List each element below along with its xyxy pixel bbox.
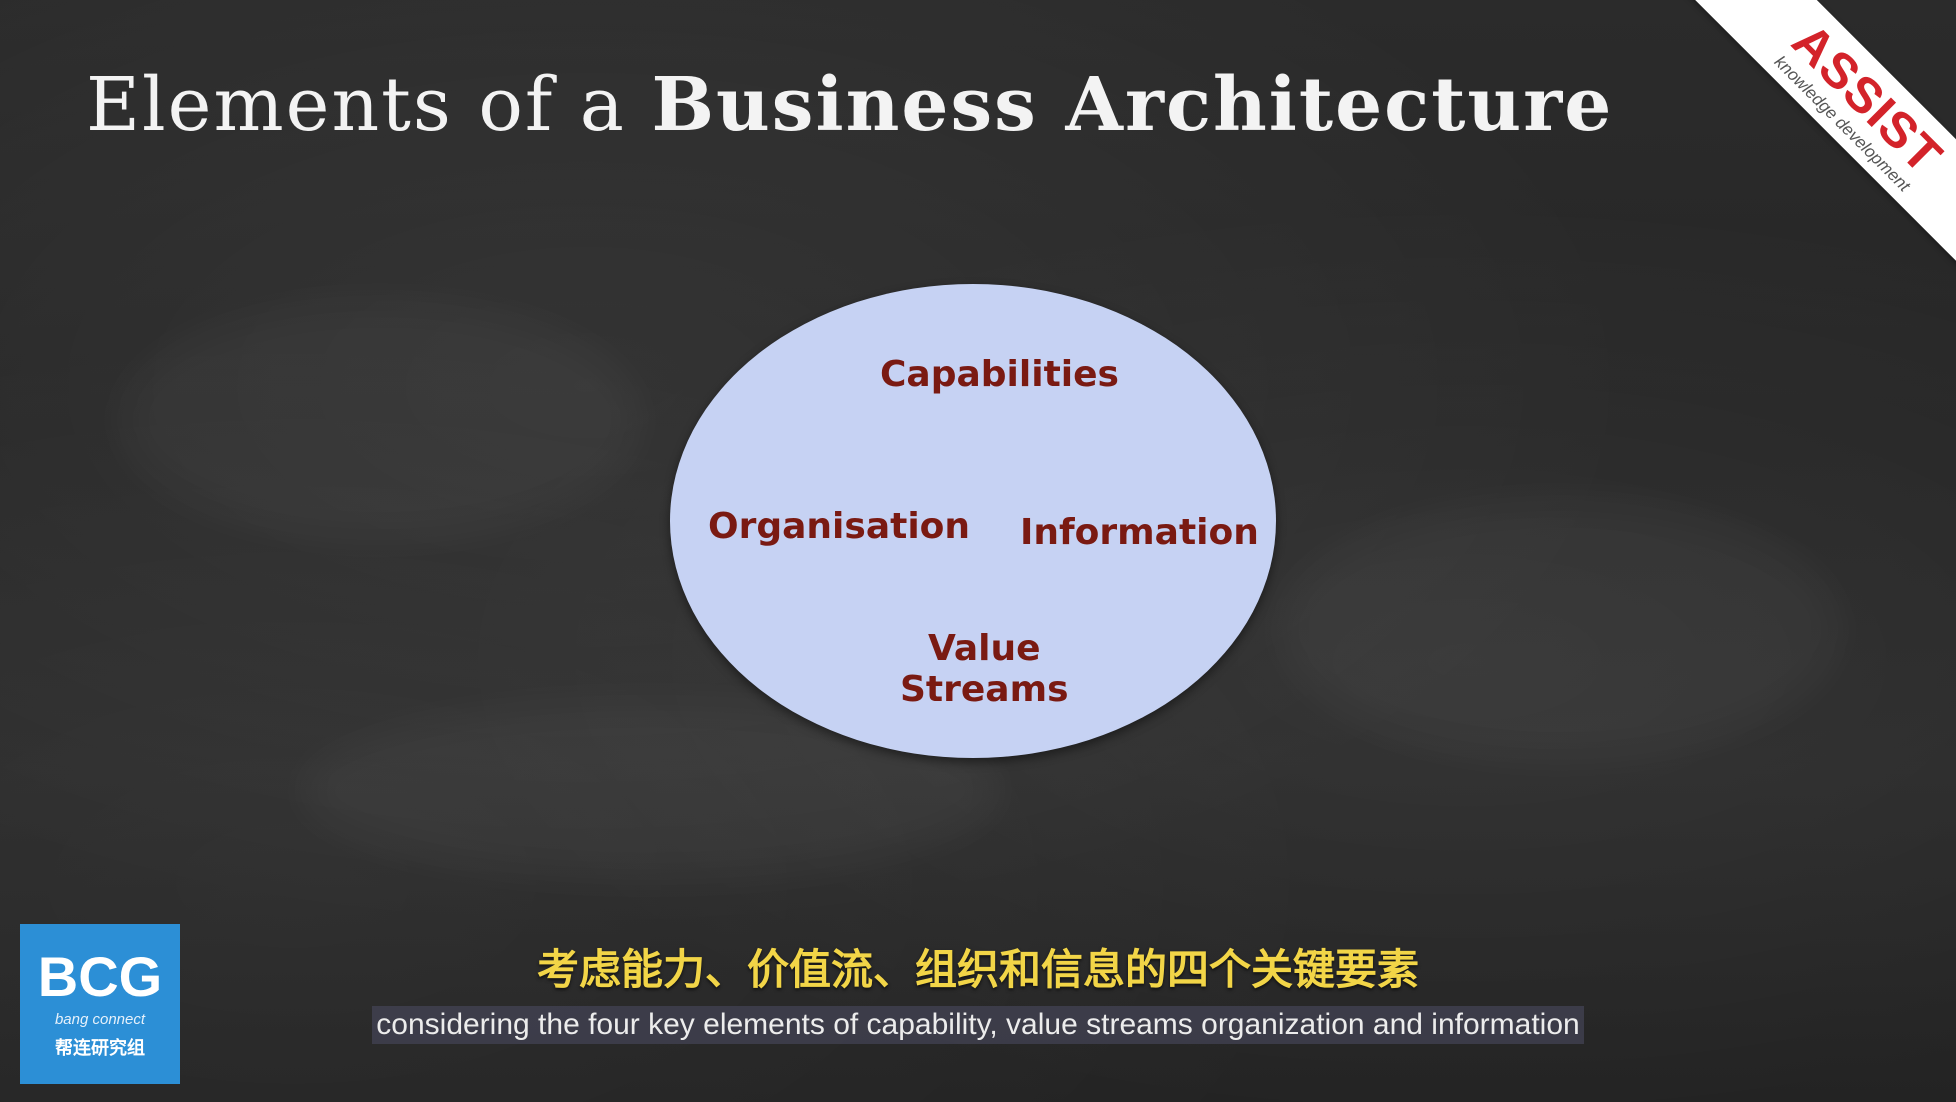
element-value-streams: Value Streams bbox=[900, 628, 1069, 711]
bcg-logo-text: BCG bbox=[37, 944, 163, 1008]
assist-watermark: ASSIST knowledge development bbox=[1678, 0, 1956, 288]
bcg-channel-logo: BCG bang connect 帮连研究组 bbox=[20, 924, 180, 1084]
bcg-logo-chinese: 帮连研究组 bbox=[55, 1037, 145, 1059]
subtitle-english-container: considering the four key elements of cap… bbox=[0, 1006, 1956, 1044]
element-capabilities: Capabilities bbox=[880, 354, 1119, 395]
subtitle-chinese: 考虑能力、价值流、组织和信息的四个关键要素 bbox=[536, 945, 1419, 994]
chalk-smudge bbox=[1280, 500, 1840, 760]
slide-title-emphasis: Business Architecture bbox=[651, 62, 1614, 148]
bcg-logo-subtext: bang connect bbox=[54, 1010, 146, 1028]
elements-ellipse bbox=[670, 284, 1276, 758]
element-value-streams-line1: Value bbox=[927, 628, 1041, 669]
element-organisation: Organisation bbox=[708, 506, 971, 547]
business-architecture-diagram: Capabilities Organisation Information Va… bbox=[670, 284, 1276, 758]
chalk-smudge bbox=[120, 300, 640, 540]
slide-title: Elements of a Business Architecture bbox=[86, 62, 1613, 148]
slide-title-prefix: Elements of a bbox=[86, 62, 652, 148]
element-information: Information bbox=[1020, 512, 1259, 553]
element-value-streams-line2: Streams bbox=[900, 669, 1069, 711]
subtitle-english: considering the four key elements of cap… bbox=[372, 1006, 1584, 1044]
